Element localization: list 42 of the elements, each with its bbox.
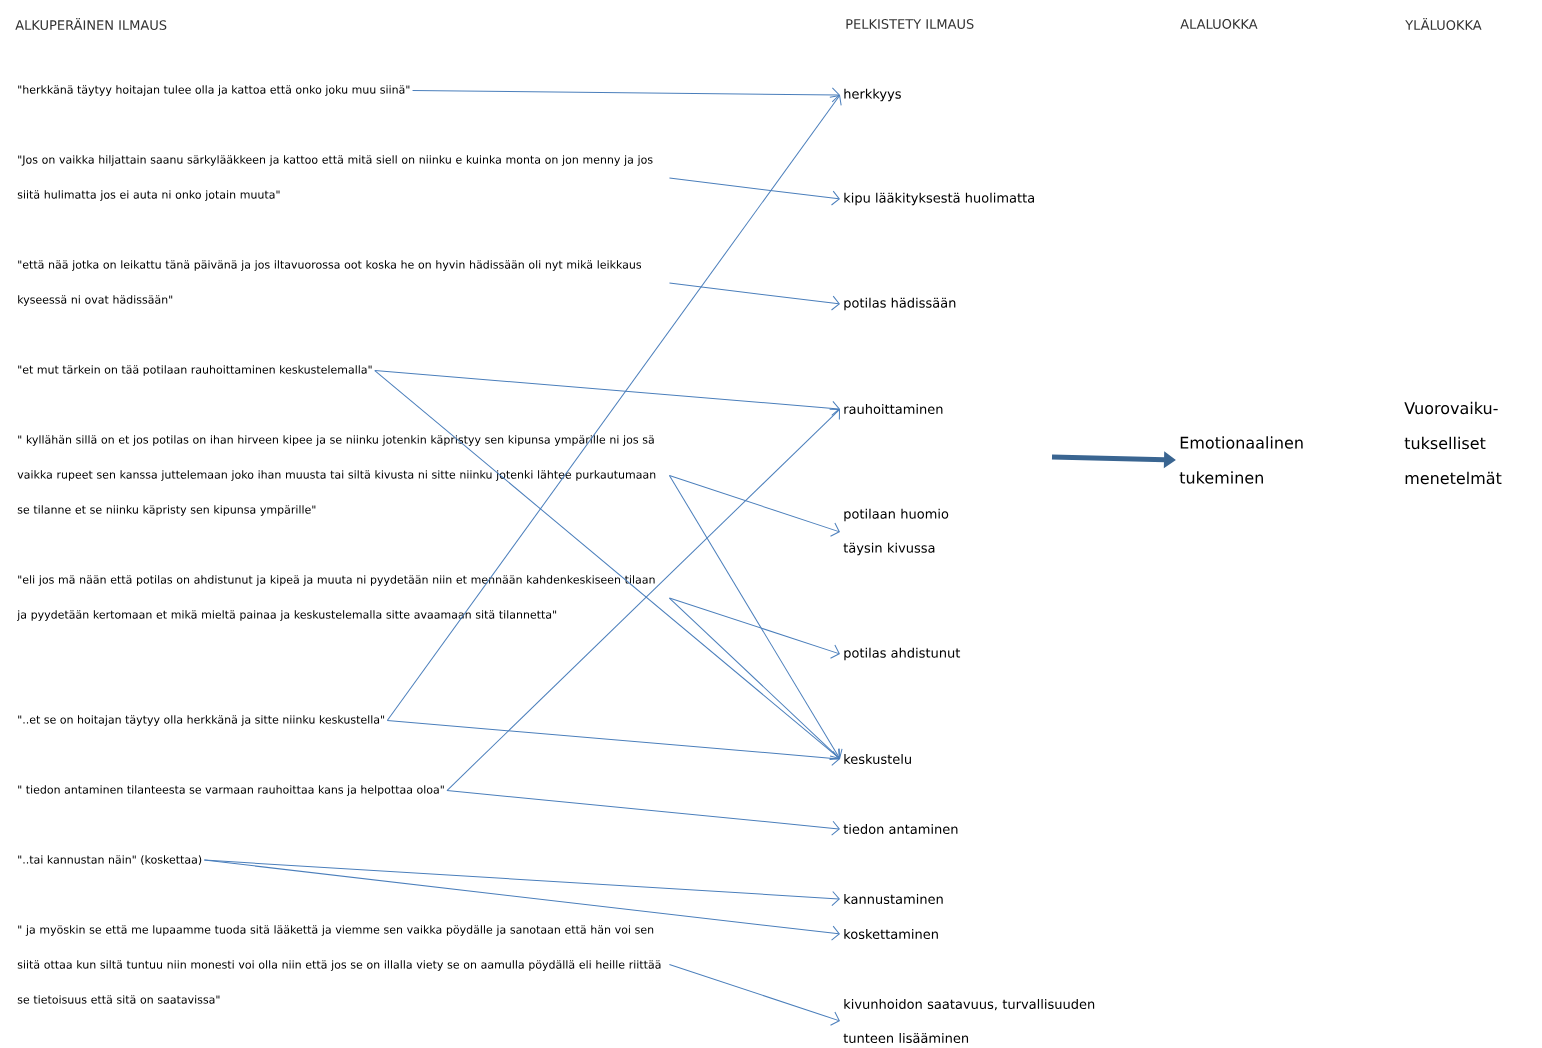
quote-text: "et mut tärkein on tää potilaan rauhoittaminen keskustelemalla": [18, 365, 372, 376]
quote-text: "..et se on hoitajan täytyy olla herkkänä ja sitte niinku keskustella": [18, 715, 385, 726]
reduced-expression: kivunhoidon saatavuus, turvallisuuden tunteen lisääminen: [843, 998, 1095, 1044]
reduced-expression: koskettaminen: [844, 928, 938, 940]
quote-text: "että nää jotka on leikattu tänä päivänä ja jos iltavuorossa oot koska he on hyvin hädissään oli nyt mikä leikkaus kyseessä ni ovat hädissään": [18, 260, 642, 306]
arrow: [386, 720, 840, 766]
arrow: [668, 597, 840, 659]
column-header: YLÄLUOKKA: [1405, 17, 1482, 31]
category-label: Vuorovaiku- tukselliset menetelmät: [1404, 401, 1502, 485]
arrow: [203, 859, 840, 941]
quote-text: "Jos on vaikka hiljattain saanu särkylääkkeen ja kattoo että mitä siell on niinku e kuinka monta on jon menny ja jos siitä hulimatta jos ei auta ni onko jotain muuta": [17, 155, 653, 201]
arrow: [668, 177, 840, 206]
reduced-expression: kipu lääkityksestä huolimatta: [844, 192, 1034, 206]
arrow: [668, 475, 840, 537]
arrow: [668, 597, 840, 760]
column-header: ALKUPERÄINEN ILMAUS: [15, 17, 167, 31]
reduced-expression: keskustelu: [844, 753, 911, 765]
quote-text: " tiedon antaminen tilanteesta se varmaan rauhoittaa kans ja helpottaa oloa": [18, 785, 444, 796]
reduced-expression: potilas hädissään: [844, 297, 956, 311]
reduced-expression: potilaan huomio täysin kivussa: [843, 508, 949, 556]
arrow: [668, 963, 840, 1026]
quote-text: "herkkänä täytyy hoitajan tulee olla ja kattoa että onko joku muu siinä": [18, 85, 410, 96]
quote-text: " ja myöskin se että me lupaamme tuoda sitä lääkettä ja viemme sen vaikka pöydälle ja sanotaan että hän voi sen siitä ottaa kun siltä tuntuu niin monesti voi olla niin että jos se on illalla viety se on aamulla pöydällä eli heille riittää se tietoisuus että sitä on saatavissa": [17, 925, 661, 1004]
arrow: [412, 87, 840, 103]
column-header: PELKISTETY ILMAUS: [846, 19, 974, 29]
column-header: ALALUOKKA: [1180, 19, 1258, 29]
quote-text: "eli jos mä nään että potilas on ahdistunut ja kipeä ja muuta ni pyydetään niin et mennään kahdenkeskiseen tilaan ja pyydetään kertomaan et mikä mieltä painaa ja keskustelemalla sitte avaamaan sitä tilannetta": [17, 575, 655, 621]
arrow: [668, 282, 840, 311]
category-label: Emotionaalinen tukeminen: [1179, 436, 1303, 484]
arrow: [374, 370, 840, 416]
reduced-expression: potilas ahdistunut: [844, 647, 961, 661]
arrow: [668, 475, 843, 759]
arrow: [446, 790, 840, 836]
reduced-expression: rauhoittaminen: [844, 403, 943, 415]
arrow: [446, 408, 840, 791]
arrow: [386, 95, 842, 721]
reduced-expression: herkkyys: [844, 88, 901, 102]
reduced-expression: tiedon antaminen: [843, 823, 958, 835]
arrow: [374, 370, 840, 760]
quote-text: " kyllähän sillä on et jos potilas on ihan hirveen kipee ja se niinku jotenkin käpristyy sen kipunsa ympärille ni jos sä vaikka rupeet sen kanssa juttelemaan joko ihan muusta tai siltä kivusta ni sitte niinku jotenki lähtee purkautumaan se tilanne et se niinku käpristy sen kipunsa ympärille": [17, 435, 656, 516]
quote-text: "..tai kannustan näin" (koskettaa): [18, 855, 202, 865]
reduced-expression: kannustaminen: [844, 893, 943, 905]
